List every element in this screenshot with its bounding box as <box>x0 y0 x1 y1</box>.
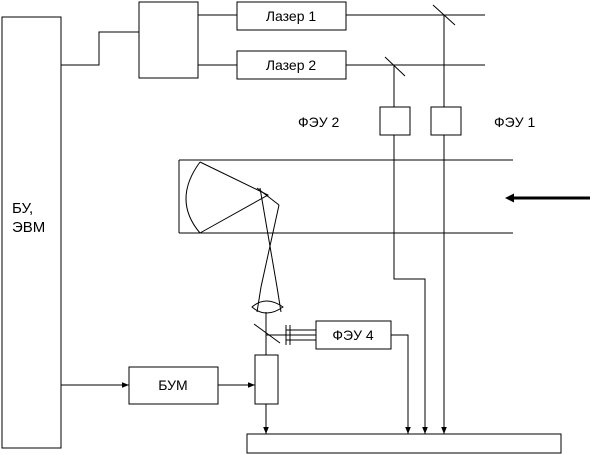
pmt2-box <box>379 106 411 136</box>
ray-right-lower <box>276 286 282 313</box>
interface-box <box>138 1 199 79</box>
concave-mirror <box>185 161 201 234</box>
laser1-label: Лазер 1 <box>266 8 317 24</box>
beam-splitter-2 <box>384 56 406 77</box>
control-unit-label-line1: БУ, <box>12 200 33 217</box>
beam-splitter-4 <box>253 323 281 344</box>
control-unit-label-line2: ЭВМ <box>12 219 45 236</box>
pmt1-label: ФЭУ 1 <box>494 114 535 130</box>
laser2-label: Лазер 2 <box>266 57 317 73</box>
mirror-ray-path <box>199 161 270 234</box>
scanner-box <box>254 354 279 405</box>
pmt2-signal-line <box>393 135 428 434</box>
pmt4-signal-line <box>391 334 411 434</box>
ray-left <box>259 187 278 288</box>
acquisition-bar <box>246 433 562 454</box>
ray-left-lower <box>256 286 262 313</box>
lens <box>251 300 284 314</box>
pmt2-label: ФЭУ 2 <box>298 114 339 130</box>
ray-right <box>260 204 280 288</box>
laser1-box <box>236 1 347 31</box>
bum-label: БУМ <box>158 377 187 393</box>
control-unit-box <box>1 16 62 449</box>
pmt1-box <box>430 106 462 136</box>
control-to-interface-line <box>61 31 139 66</box>
pmt4-label: ФЭУ 4 <box>332 327 373 343</box>
